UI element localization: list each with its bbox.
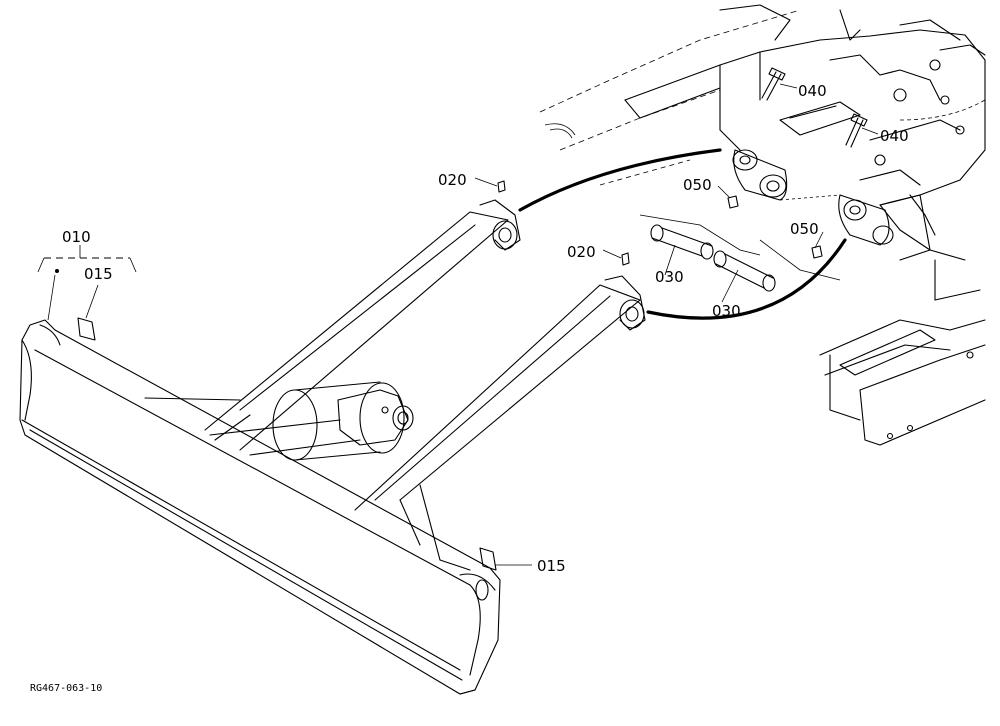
callout-020-right: 020 <box>567 243 596 261</box>
callout-030-left: 030 <box>655 268 684 286</box>
grease-fitting-020-right <box>621 252 630 266</box>
figure-reference-code: RG467-063-10 <box>30 683 102 694</box>
assembly-arrows <box>518 148 847 320</box>
callout-030-right: 030 <box>712 302 741 320</box>
bolt-040-top <box>761 67 786 101</box>
callout-015-left: 015 <box>84 265 113 283</box>
leader-lines <box>37 83 879 566</box>
blade-frame-arms <box>144 199 646 571</box>
grease-fitting-020-left <box>497 180 506 193</box>
decal-015-left <box>77 317 96 341</box>
bolt-040-mid <box>845 113 868 148</box>
machine-frame <box>539 4 986 446</box>
pin-030-left <box>639 214 761 260</box>
callout-040-top: 040 <box>798 82 827 100</box>
nut-050-left <box>727 195 739 209</box>
nut-050-right <box>811 245 823 259</box>
callout-050-left: 050 <box>683 176 712 194</box>
dozer-blade <box>19 319 501 695</box>
callout-010: 010 <box>62 228 91 246</box>
callout-labels: 010 015 015 020 020 030 030 040 040 050 … <box>30 82 909 694</box>
decal-015-right <box>479 547 497 571</box>
callout-050-right: 050 <box>790 220 819 238</box>
pin-030-right <box>713 239 841 292</box>
callout-020-left: 020 <box>438 171 467 189</box>
callout-040-mid: 040 <box>880 127 909 145</box>
callout-015-right: 015 <box>537 557 566 575</box>
